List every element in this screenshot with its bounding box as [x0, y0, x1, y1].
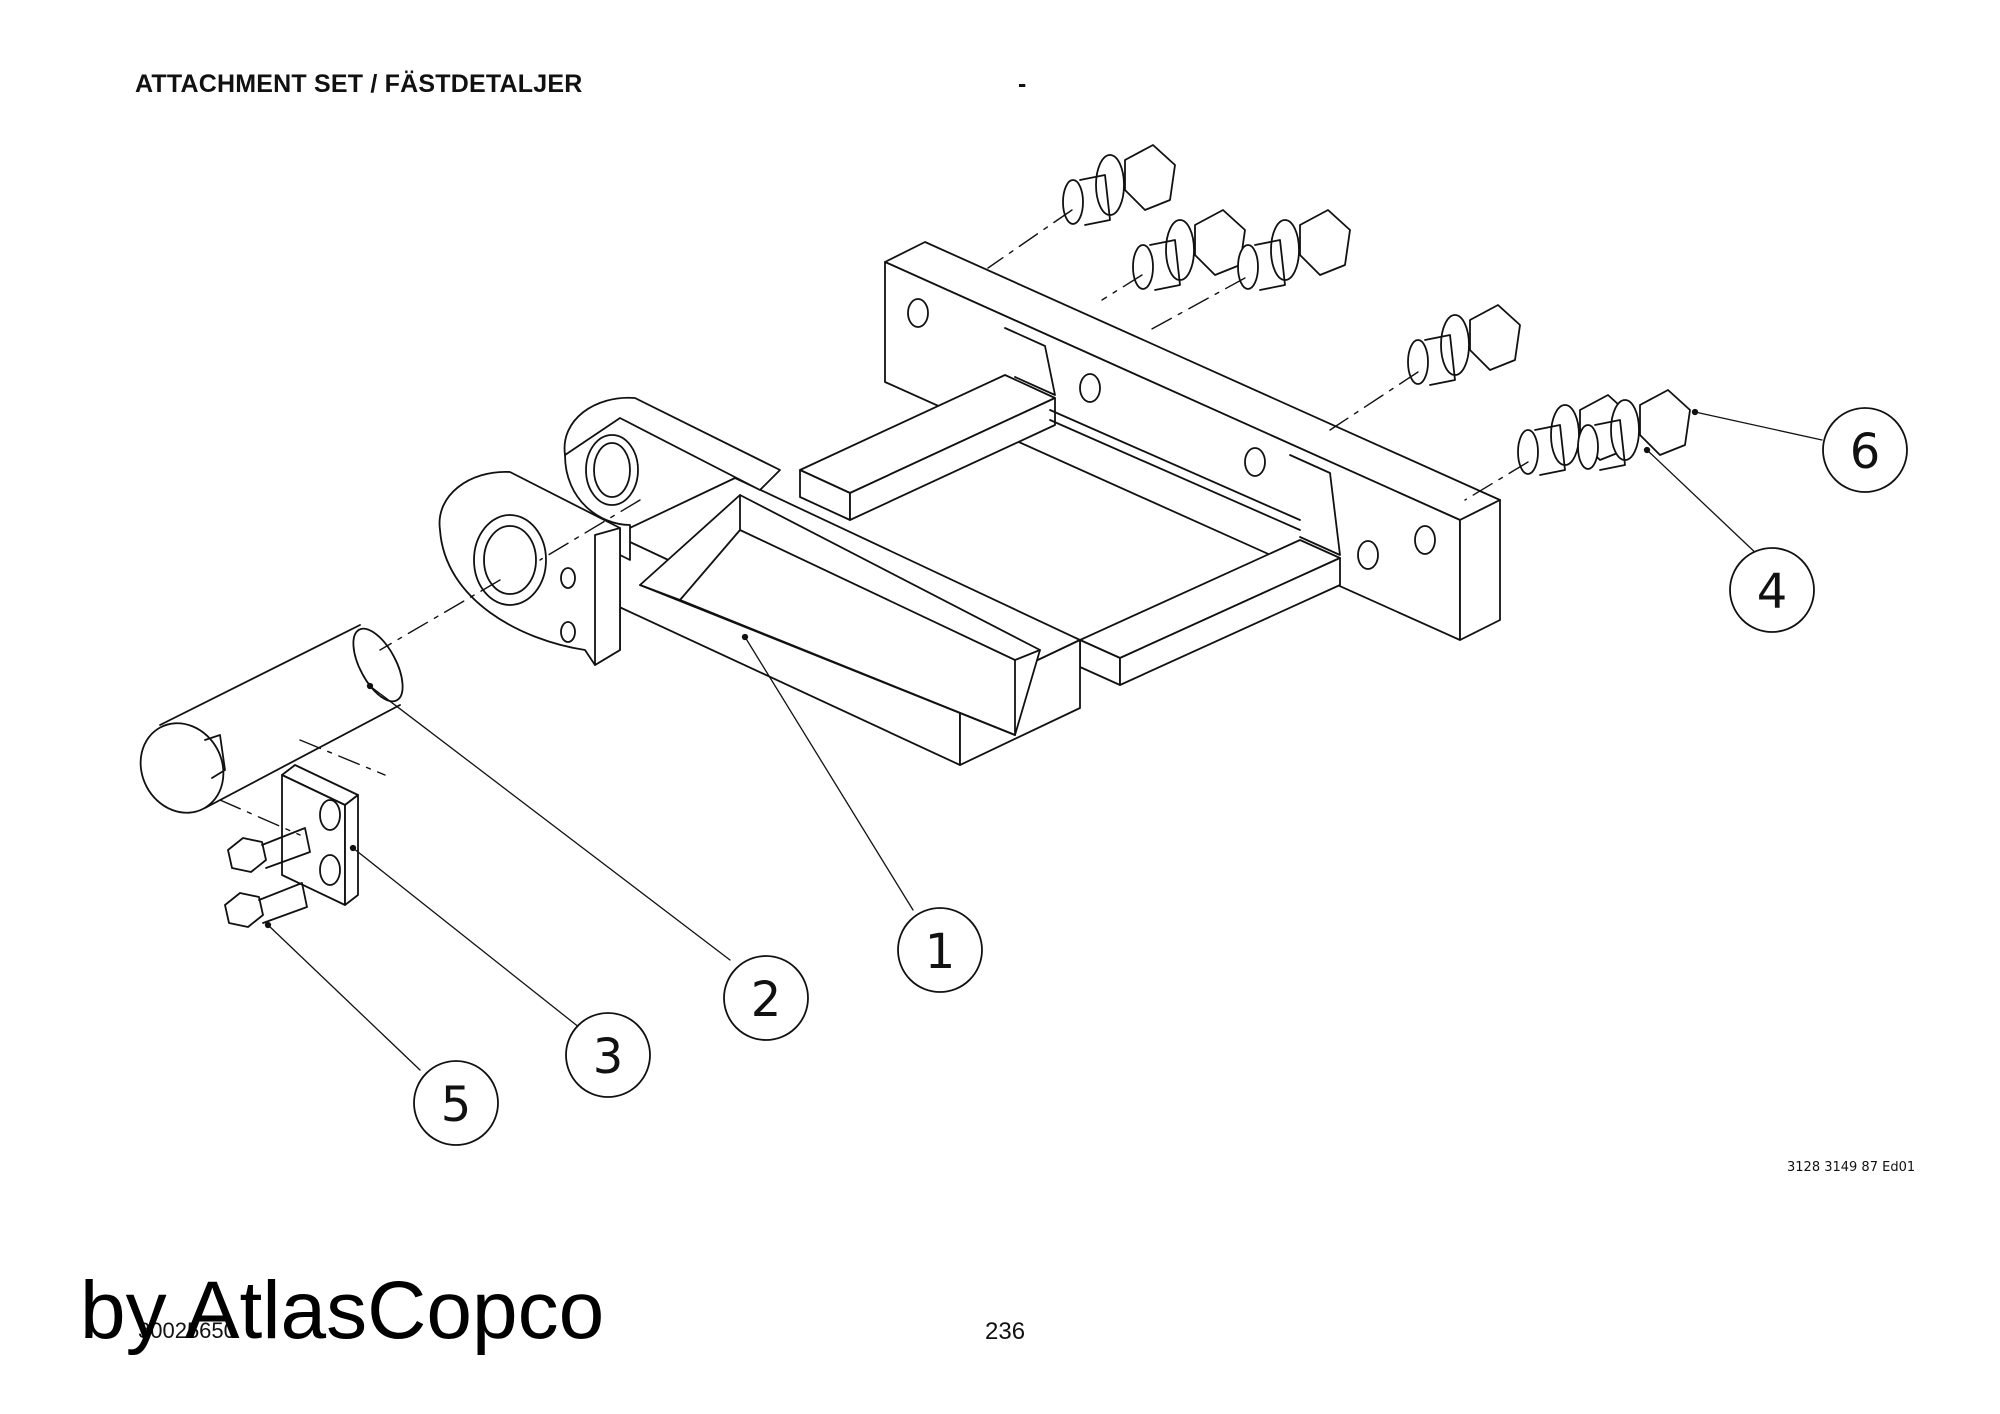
mounting-plate: [884, 241, 1501, 641]
callout-5: 5: [413, 1060, 499, 1146]
svg-text:4: 4: [1757, 564, 1788, 620]
watermark: by AtlasCopco: [80, 1265, 605, 1356]
document-reference: 3128 3149 87 Ed01: [1787, 1160, 1916, 1175]
retaining-plate: [281, 764, 359, 906]
svg-text:2: 2: [751, 972, 782, 1028]
frame-rails: [799, 374, 1341, 686]
svg-text:3: 3: [593, 1029, 624, 1085]
drawing-number: 30025650: [138, 1318, 236, 1343]
center-lines: [219, 209, 1529, 836]
front-bracket: [614, 477, 1081, 766]
callout-6: 6: [1822, 407, 1908, 493]
callout-2: 2: [723, 955, 809, 1041]
lifting-eyes: [438, 396, 781, 666]
callout-3: 3: [565, 1012, 651, 1098]
nut-washer-set: [1062, 144, 1691, 476]
page-number: 236: [985, 1318, 1026, 1345]
callout-4: 4: [1729, 547, 1815, 633]
svg-text:1: 1: [925, 924, 956, 980]
page-title: ATTACHMENT SET / FÄSTDETALJER: [135, 70, 583, 98]
bolt: [224, 827, 311, 928]
pin: [139, 624, 404, 814]
svg-text:6: 6: [1850, 424, 1881, 480]
leader-lines: [264, 408, 1823, 1071]
svg-text:5: 5: [441, 1077, 472, 1133]
header-dash: -: [1018, 70, 1027, 98]
callout-1: 1: [897, 907, 983, 993]
